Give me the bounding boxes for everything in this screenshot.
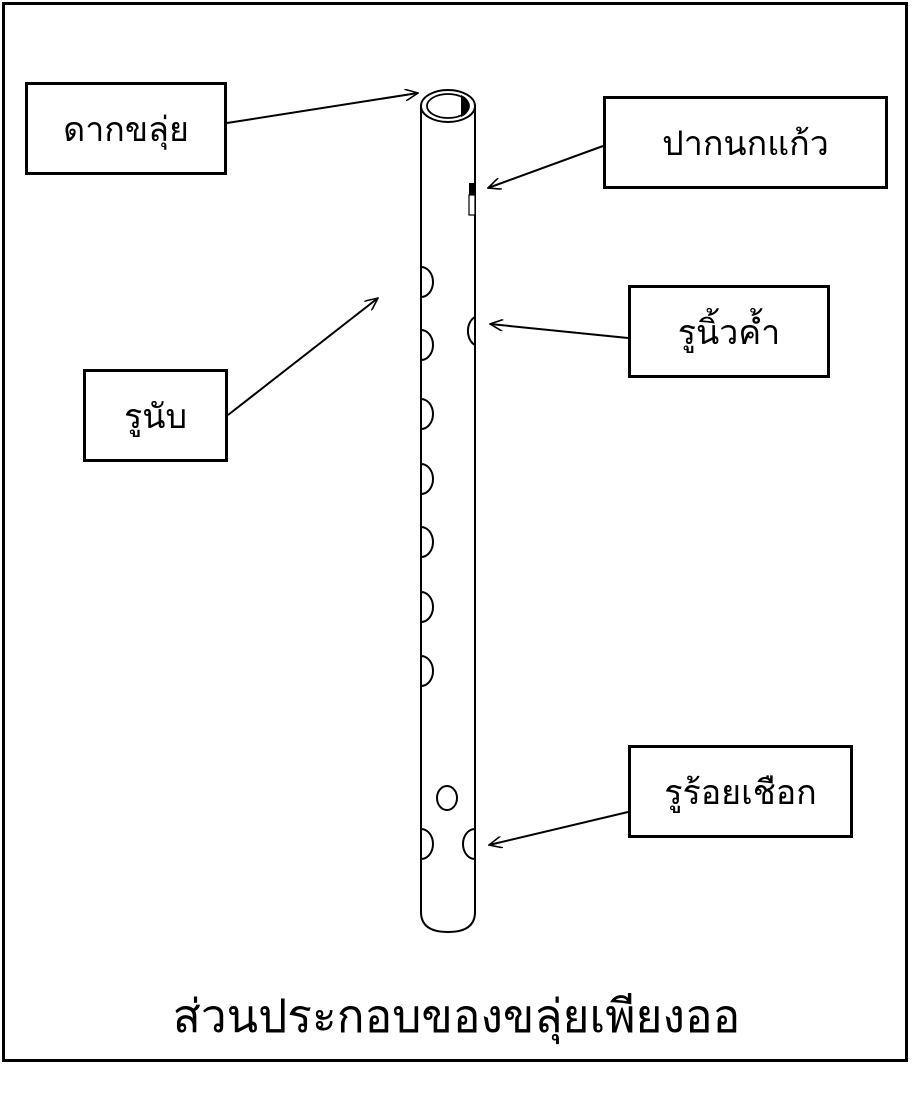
finger-hole bbox=[420, 463, 434, 495]
label-pak-nok-kaew: ปากนกแก้ว bbox=[603, 96, 888, 189]
diagram-caption: ส่วนประกอบของขลุ่ยเพียงออ bbox=[172, 989, 741, 1043]
label-ru-nap-text: รูนับ bbox=[123, 396, 188, 437]
pointer-arrows bbox=[226, 93, 629, 845]
arrow-ru-niw-kham bbox=[490, 324, 629, 339]
label-ru-roi-chueak-text: รูร้อยเชือก bbox=[664, 772, 817, 813]
finger-hole bbox=[420, 655, 434, 687]
round-hole bbox=[436, 785, 458, 811]
arrow-dak-klui bbox=[226, 93, 418, 124]
flute-top-opening bbox=[420, 89, 476, 123]
thumb-hole bbox=[466, 316, 476, 346]
label-ru-niw-kham-text: รูนิ้วค้ำ bbox=[677, 312, 781, 353]
label-pak-nok-kaew-text: ปากนกแก้ว bbox=[662, 123, 829, 164]
finger-hole bbox=[420, 591, 434, 623]
label-dak-klui: ดากขลุ่ย bbox=[25, 82, 227, 175]
label-dak-klui-text: ดากขลุ่ย bbox=[63, 109, 189, 150]
label-ru-nap: รูนับ bbox=[83, 369, 228, 462]
finger-holes bbox=[420, 266, 434, 687]
string-hole-right bbox=[462, 828, 476, 860]
string-hole-left bbox=[420, 828, 434, 860]
pak-nok-kaew-window bbox=[468, 183, 476, 216]
finger-hole bbox=[420, 329, 434, 361]
finger-hole bbox=[420, 526, 434, 558]
arrow-ru-roi-chueak bbox=[489, 811, 629, 845]
arrow-ru-nap bbox=[227, 298, 378, 416]
label-ru-roi-chueak: รูร้อยเชือก bbox=[628, 745, 853, 838]
finger-hole bbox=[420, 266, 434, 298]
finger-hole bbox=[420, 398, 434, 430]
arrow-pak-nok-kaew bbox=[488, 145, 604, 188]
label-ru-niw-kham: รูนิ้วค้ำ bbox=[628, 285, 830, 378]
flute-body bbox=[420, 106, 476, 934]
string-holes bbox=[420, 785, 476, 860]
